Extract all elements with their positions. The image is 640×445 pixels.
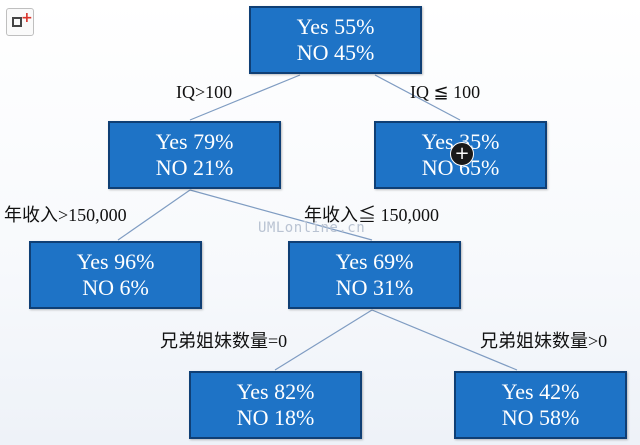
node-left-right-yes: Yes 69% [335,249,414,274]
node-left-left-yes: Yes 96% [76,249,155,274]
node-left-left-no: NO 6% [82,275,149,300]
edge-label-root-right: IQ ≦ 100 [410,82,481,102]
node-left: Yes 79% NO 21% [108,121,281,189]
edge-label-root-left: IQ>100 [176,82,233,102]
add-slide-icon[interactable]: + [6,8,34,36]
node-left-no: NO 21% [155,155,234,180]
edge-root-right [374,74,461,121]
plus-icon: + [21,10,33,26]
edge-label-left-right: 年收入≦ 150,000 [304,205,439,225]
edge-root-left [189,74,301,121]
node-root-yes: Yes 55% [296,14,375,39]
edge-leftright-lrright [371,309,518,371]
watermark: UMLonline.cn [258,220,366,236]
edge-label-left-left: 年收入>150,000 [4,205,127,225]
node-lr-right: Yes 42% NO 58% [454,371,627,439]
node-left-yes: Yes 79% [155,129,234,154]
zoom-in-cursor-icon: + [450,142,474,166]
node-root: Yes 55% NO 45% [249,6,422,74]
node-left-right-no: NO 31% [335,275,414,300]
edge-leftright-lrleft [274,309,373,371]
edge-left-leftright [189,189,373,241]
node-lr-right-yes: Yes 42% [501,379,580,404]
edge-label-lr-right: 兄弟姐妹数量>0 [480,331,608,351]
node-lr-left-no: NO 18% [236,405,315,430]
node-lr-left-yes: Yes 82% [236,379,315,404]
edge-label-lr-left: 兄弟姐妹数量=0 [160,331,288,351]
node-left-left: Yes 96% NO 6% [29,241,202,309]
square-icon [12,17,22,27]
node-lr-left: Yes 82% NO 18% [189,371,362,439]
node-root-no: NO 45% [296,40,375,65]
node-lr-right-no: NO 58% [501,405,580,430]
edge-left-leftleft [117,189,191,241]
node-left-right: Yes 69% NO 31% [288,241,461,309]
